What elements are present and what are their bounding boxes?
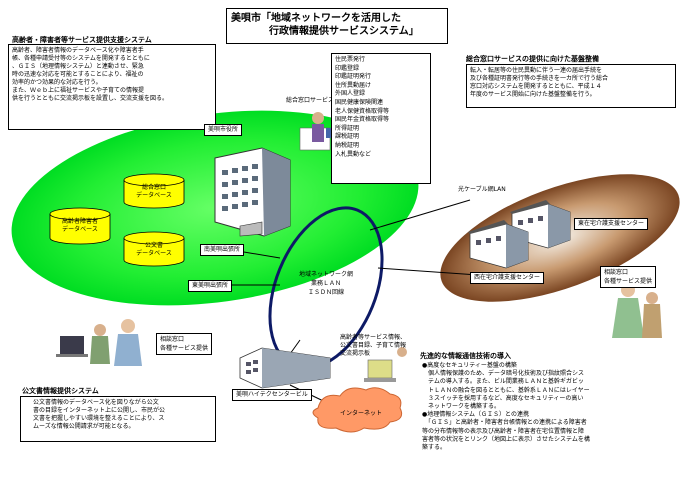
service-item: 国民年金資格取得等 <box>335 116 390 124</box>
text-line: 帳、各種申請受付等のシステムを開発するとともに <box>12 55 150 62</box>
text-line: 供を行うとともに交流掲示板を設置し、交流支援を図る。 <box>12 95 169 102</box>
network-line2: 業務ＬＡＮ <box>310 280 341 287</box>
advanced-tech-heading: 先進的な情報通信技術の導入 <box>420 352 511 360</box>
counter-figure-left <box>56 319 142 366</box>
service-item: 老人保健資格取得等 <box>335 107 390 115</box>
network-line3: ＩＳＤＮ回線 <box>307 289 344 296</box>
service-item: 入札異動など <box>335 150 372 158</box>
text-line: ●高度なセキュリティー基盤の構築 <box>422 362 517 369</box>
text-line: 年度のサービス開始に向けた基盤整備を行う。 <box>470 91 596 98</box>
pc-figure <box>364 347 407 382</box>
hitech-label: 美唄ハイテクセンタービル <box>232 389 312 401</box>
internet-cloud <box>312 387 403 433</box>
service-item: 印鑑登録 <box>335 64 360 72</box>
db-elderly-label: 高齢者障害者 データベース <box>52 218 108 234</box>
title-line1: 美唄市「地域ネットワークを活用した <box>231 13 401 24</box>
services-label: 総合窓口サービス <box>286 97 335 104</box>
text-line: 公文書情報のデータベース化を図りながら公文 <box>33 399 159 406</box>
info-service-line3: 交流掲示板 <box>340 350 371 357</box>
city-hall-building <box>214 147 291 237</box>
consult-right-label: 相談窓口 各種サービス提供 <box>600 266 657 288</box>
service-item: 印鑑証明発行 <box>335 73 372 81</box>
service-item: 課税証明 <box>335 133 360 141</box>
text-line: 等の分布情報等の表示及び高齢者・障害者在宅位置情報と障 <box>422 427 585 435</box>
info-service-line1: 高齢者等サービス情報、 <box>340 334 407 341</box>
lan-label: 光ケーブル網LAN <box>458 186 506 193</box>
advanced-tech-description: ●高度なセキュリティー基盤の構築 個人情報保護のため、データ暗号化技術及び指紋照… <box>422 362 678 452</box>
service-item: 納税証明 <box>335 141 360 149</box>
text-line: 転入・転居等の住民異動に伴う一連の届出手続を <box>470 67 603 74</box>
archive-heading: 公文書情報提供システム <box>22 387 99 395</box>
text-line: トＬＡＮの融合を図るとともに、基幹系ＬＡＮにはレイヤー <box>422 386 590 394</box>
text-line: 個人情報保護のため、データ暗号化技術及び指紋照合シス <box>422 370 585 378</box>
consult-left-line1: 相談窓口 <box>160 336 185 343</box>
consult-right-line1: 相談窓口 <box>604 269 629 276</box>
text-line: ネットワークを構築する。 <box>422 403 501 411</box>
higashi-office-label: 東美唄出張所 <box>188 280 233 292</box>
text-line: 築する。 <box>422 444 447 452</box>
diagram-title: 美唄市「地域ネットワークを活用した 行政情報提供サービスシステム」 <box>226 8 448 44</box>
consult-right-line2: 各種サービス提供 <box>604 278 653 285</box>
text-line: 時の迅速な対応を可能とすることにより、福祉の <box>12 71 144 78</box>
text-line: また、Ｗｅｂ上に福祉サービスや子育ての情報提 <box>12 87 145 94</box>
service-item: 国民健康保険関連 <box>335 98 384 106</box>
text-line: 文書を把握しやすい環境を整えることにより、ス <box>33 415 165 422</box>
service-item: 外国人登録 <box>335 90 366 98</box>
service-item: 所得証明 <box>335 124 360 132</box>
text-line: ３スイッチを採用するなど、高度なセキュリティーの高い <box>422 394 584 402</box>
db-public-line2: データベース <box>136 250 172 257</box>
text-line: 、ＧＩＳ（地理情報システム）と連動させ、緊急 <box>12 63 144 70</box>
text-line: ●地理情報システム（ＧＩＳ）との連携 <box>422 411 529 419</box>
west-care-center-building <box>468 220 529 269</box>
text-line: 「ＧＩＳ」と高齢者・障害者台帳情報との連携による障害者 <box>422 419 587 427</box>
consult-left-line2: 各種サービス提供 <box>160 345 209 352</box>
title-line2: 行政情報提供サービスシステム」 <box>269 26 419 37</box>
network-label: 地域ネットワーク網 業務ＬＡＮ ＩＳＤＮ回線 <box>286 270 366 297</box>
text-line: 高齢者、障害者情報のデータベース化や障害者手 <box>12 47 144 54</box>
db-public-label: 公文書 データベース <box>128 242 180 258</box>
text-line: 書の目録をインターネット上に公開し、市民が公 <box>33 407 166 414</box>
db-elderly-line1: 高齢者障害者 <box>61 218 98 225</box>
service-item: 住所異動届け <box>335 81 372 89</box>
info-service-line2: 公文書目録、子育て情報 <box>340 342 407 349</box>
db-general-line1: 総合窓口 <box>141 184 166 191</box>
text-line: 及び各種証明書発行等の手続きを一カ所で行う総合 <box>470 75 609 82</box>
db-general-line2: データベース <box>136 192 172 199</box>
counter-figure-right <box>612 283 662 338</box>
minami-office-label: 南美唄出張所 <box>200 244 245 256</box>
services-list: 住民票発行 印鑑登録 印鑑証明発行 住所異動届け 外国人登録 国民健康保険関連 … <box>331 53 431 184</box>
db-elderly-line2: データベース <box>62 226 98 233</box>
db-public-line1: 公文書 <box>144 242 163 249</box>
east-center-label: 東在宅介護支援センター <box>574 218 649 230</box>
text-line: 効率的かつ効果的な対応を行う。 <box>12 79 102 86</box>
hitech-building <box>239 347 331 389</box>
info-service-label: 高齢者等サービス情報、 公文書目録、子育て情報 交流掲示板 <box>340 334 406 358</box>
city-hall-label: 美唄市役所 <box>204 124 243 136</box>
consult-left-label: 相談窓口 各種サービス提供 <box>156 333 213 355</box>
west-center-label: 西在宅介護支援センター <box>470 272 545 284</box>
text-line: ムーズな情報公開請求が可能となる。 <box>33 423 135 430</box>
text-line: 窓口対応システムを開発するとともに、平成１４ <box>470 83 602 90</box>
db-cylinders <box>49 173 185 267</box>
network-line1: 地域ネットワーク網 <box>298 271 353 278</box>
archive-description: 公文書情報のデータベース化を図りながら公文 書の目録をインターネット上に公開し、… <box>20 396 216 442</box>
service-item: 住民票発行 <box>335 56 366 63</box>
text-line: テムの導入する。また、ビル間業務ＬＡＮと基幹ギガビッ <box>422 378 584 386</box>
db-general-label: 総合窓口 データベース <box>128 184 180 200</box>
counter-infra-description: 転入・転居等の住民異動に伴う一連の届出手続を 及び各種証明書発行等の手続きを一カ… <box>466 64 676 108</box>
elderly-support-description: 高齢者、障害者情報のデータベース化や障害者手 帳、各種申請受付等のシステムを開発… <box>8 44 216 130</box>
text-line: 害者等の状況をとリンク（地図上に表示）させたシステムを構 <box>422 435 590 443</box>
elderly-support-heading: 高齢者・障害者等サービス提供支援システム <box>12 36 152 44</box>
counter-infra-heading: 総合窓口サービスの提供に向けた基盤整備 <box>466 55 599 63</box>
internet-label: インターネット <box>340 410 383 417</box>
